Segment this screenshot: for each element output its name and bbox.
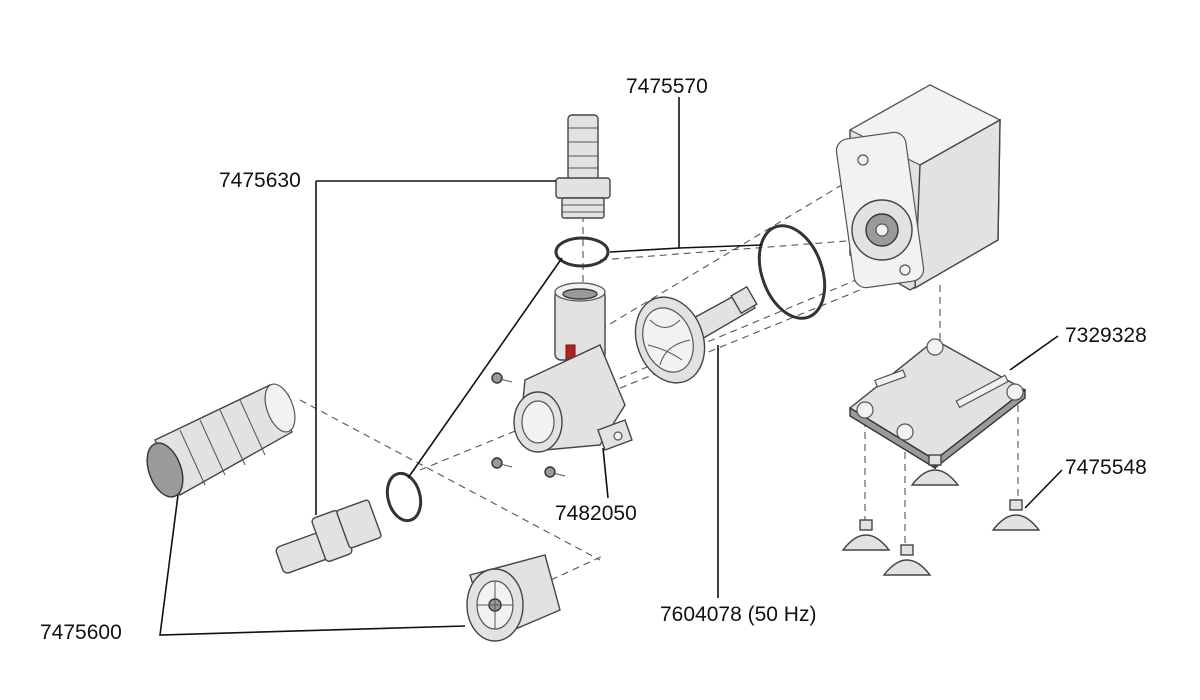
mounting-plate xyxy=(848,338,1027,470)
suction-cup xyxy=(841,519,891,551)
label-7475548: 7475548 xyxy=(1065,456,1147,479)
suction-cup xyxy=(910,454,960,486)
pump-housing xyxy=(513,282,633,453)
label-7475630: 7475630 xyxy=(219,169,301,192)
suction-cup xyxy=(882,544,932,576)
impeller-rotor xyxy=(634,285,758,384)
label-7482050: 7482050 xyxy=(555,502,637,525)
suction-cup xyxy=(991,499,1041,531)
lower-o-ring xyxy=(385,471,423,523)
short-strainer xyxy=(466,554,561,642)
leader-lines xyxy=(159,97,1063,636)
upper-hose-nipple xyxy=(555,114,611,219)
screw xyxy=(544,466,566,478)
label-7329328: 7329328 xyxy=(1065,324,1147,347)
motor-o-ring xyxy=(757,224,827,320)
long-strainer xyxy=(146,383,296,498)
lower-hose-nipple xyxy=(275,499,382,574)
motor-housing xyxy=(835,84,1002,291)
screw xyxy=(491,457,513,469)
suction-cups xyxy=(841,454,1041,576)
screw xyxy=(491,372,513,384)
upper-o-ring xyxy=(554,236,610,268)
label-7475570: 7475570 xyxy=(626,75,708,98)
label-7604078: 7604078 (50 Hz) xyxy=(660,603,817,626)
screws xyxy=(491,372,566,478)
label-7475600: 7475600 xyxy=(40,621,122,644)
